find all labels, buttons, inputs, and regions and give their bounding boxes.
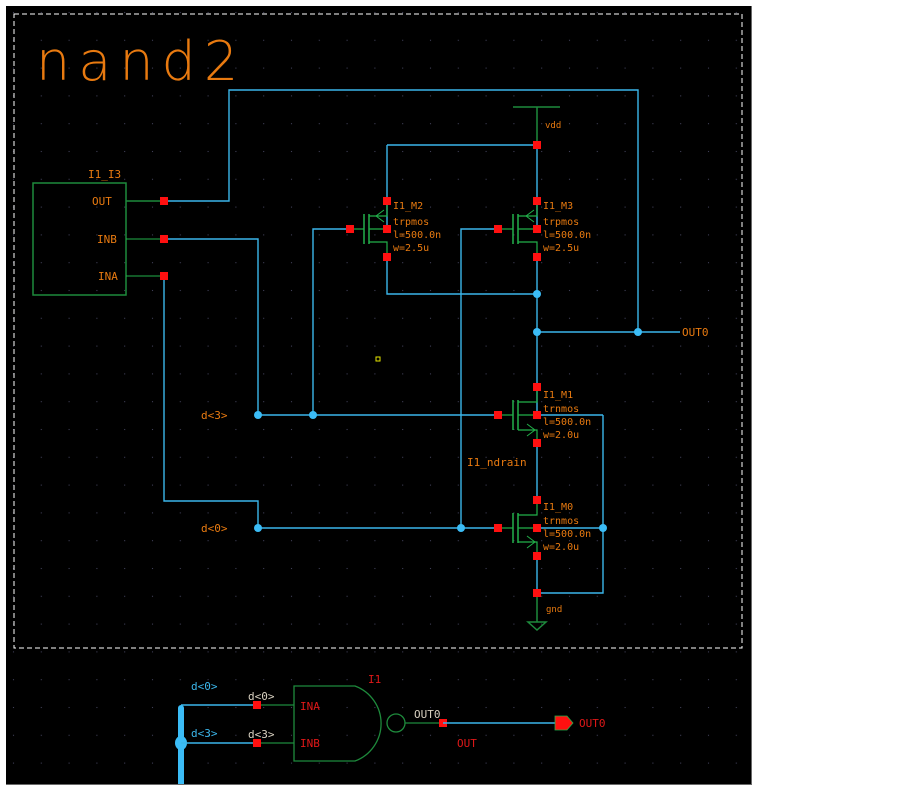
pin — [160, 272, 168, 280]
transistor-length: l=500.0n — [543, 529, 591, 540]
gate-pin-inb: INB — [300, 737, 320, 750]
pins — [160, 141, 541, 597]
gate-net-d0: d<0> — [248, 690, 275, 703]
pin — [533, 552, 541, 560]
bus-label-d3: d<3> — [191, 727, 218, 740]
net-label-out0: OUT0 — [682, 326, 709, 339]
pin — [533, 225, 541, 233]
pin — [253, 739, 261, 747]
instance-i1-i3[interactable]: I1_I3 OUT INB INA — [32, 168, 164, 296]
gate-net-d3: d<3> — [248, 728, 275, 741]
pin — [533, 253, 541, 261]
gnd-symbol: gnd — [526, 593, 562, 632]
pin — [494, 524, 502, 532]
transistor-i1-m1[interactable]: I1_M1 trnmos l=500.0n w=2.0u — [498, 387, 591, 443]
pin — [160, 235, 168, 243]
transistor-name: I1_M1 — [543, 390, 573, 401]
junction-dot — [309, 411, 317, 419]
transistor-name: I1_M2 — [393, 201, 423, 212]
pin — [533, 197, 541, 205]
transistor-model: trnmos — [543, 516, 579, 527]
junction-dot — [254, 411, 262, 419]
transistor-i1-m2[interactable]: I1_M2 trpmos l=500.0n w=2.5u — [350, 201, 441, 257]
junction-dot — [634, 328, 642, 336]
ndrain-label: I1_ndrain — [467, 456, 527, 469]
transistor-width: w=2.0u — [543, 430, 579, 441]
pin — [533, 383, 541, 391]
pin-label-inb: INB — [97, 233, 117, 246]
wire-inb — [164, 238, 259, 415]
output-port-out0[interactable]: OUT0 — [554, 715, 606, 731]
transistor-model: trpmos — [393, 217, 429, 228]
transistor-length: l=500.0n — [393, 230, 441, 241]
junction-dot — [533, 328, 541, 336]
transistor-model: trnmos — [543, 404, 579, 415]
gate-pin-out: OUT — [457, 737, 477, 750]
sheet-boundary — [13, 13, 743, 649]
gate-instance-name: I1 — [368, 673, 381, 686]
transistor-length: l=500.0n — [543, 417, 591, 428]
gnd-label: gnd — [546, 605, 562, 615]
gate-pin-ina: INA — [300, 700, 320, 713]
instance-name: I1_I3 — [88, 168, 121, 181]
pin — [346, 225, 354, 233]
grid — [6, 6, 751, 784]
junctions — [254, 290, 642, 532]
origin-marker — [375, 356, 381, 362]
pin — [494, 225, 502, 233]
pin — [533, 411, 541, 419]
port-label: OUT0 — [579, 717, 606, 730]
pin — [383, 197, 391, 205]
transistor-model: trpmos — [543, 217, 579, 228]
junction-dot — [254, 524, 262, 532]
wire-m3-gate — [460, 228, 498, 528]
junction-dot — [533, 290, 541, 298]
pin-label-ina: INA — [98, 270, 118, 283]
net-label-d3: d<3> — [201, 409, 228, 422]
pin — [160, 197, 168, 205]
junction-dot — [457, 524, 465, 532]
pin — [533, 141, 541, 149]
pin — [383, 253, 391, 261]
transistor-width: w=2.0u — [543, 542, 579, 553]
vdd-label: vdd — [545, 121, 561, 131]
schematic-svg[interactable]: nand2 I1_I3 OUT INB INA — [6, 6, 751, 784]
gate-net-out0: OUT0 — [414, 708, 441, 721]
transistor-length: l=500.0n — [543, 230, 591, 241]
pin — [383, 225, 391, 233]
wire-m2-gate — [312, 228, 350, 415]
pin — [533, 524, 541, 532]
pin — [494, 411, 502, 419]
transistor-name: I1_M3 — [543, 201, 573, 212]
wire-ina — [163, 276, 259, 528]
bus[interactable]: d<0> d<3> — [175, 680, 257, 784]
wire-out-feedback — [164, 89, 639, 332]
nand-gate-i1[interactable]: I1 INA INB d<0> d<3> OUT0 OUT — [248, 673, 477, 762]
transistor-name: I1_M0 — [543, 502, 573, 513]
pin — [533, 589, 541, 597]
bus-label-d0: d<0> — [191, 680, 218, 693]
pin — [533, 439, 541, 447]
transistor-width: w=2.5u — [543, 243, 579, 254]
pin-label-out: OUT — [92, 195, 112, 208]
net-label-d0: d<0> — [201, 522, 228, 535]
pin — [533, 496, 541, 504]
cell-title: nand2 — [36, 30, 246, 93]
transistor-width: w=2.5u — [393, 243, 429, 254]
transistor-i1-m0[interactable]: I1_M0 trnmos l=500.0n w=2.0u — [498, 500, 591, 556]
pin — [253, 701, 261, 709]
junction-dot — [599, 524, 607, 532]
schematic-canvas[interactable]: nand2 I1_I3 OUT INB INA — [6, 6, 752, 785]
vdd-symbol: vdd — [513, 106, 561, 145]
